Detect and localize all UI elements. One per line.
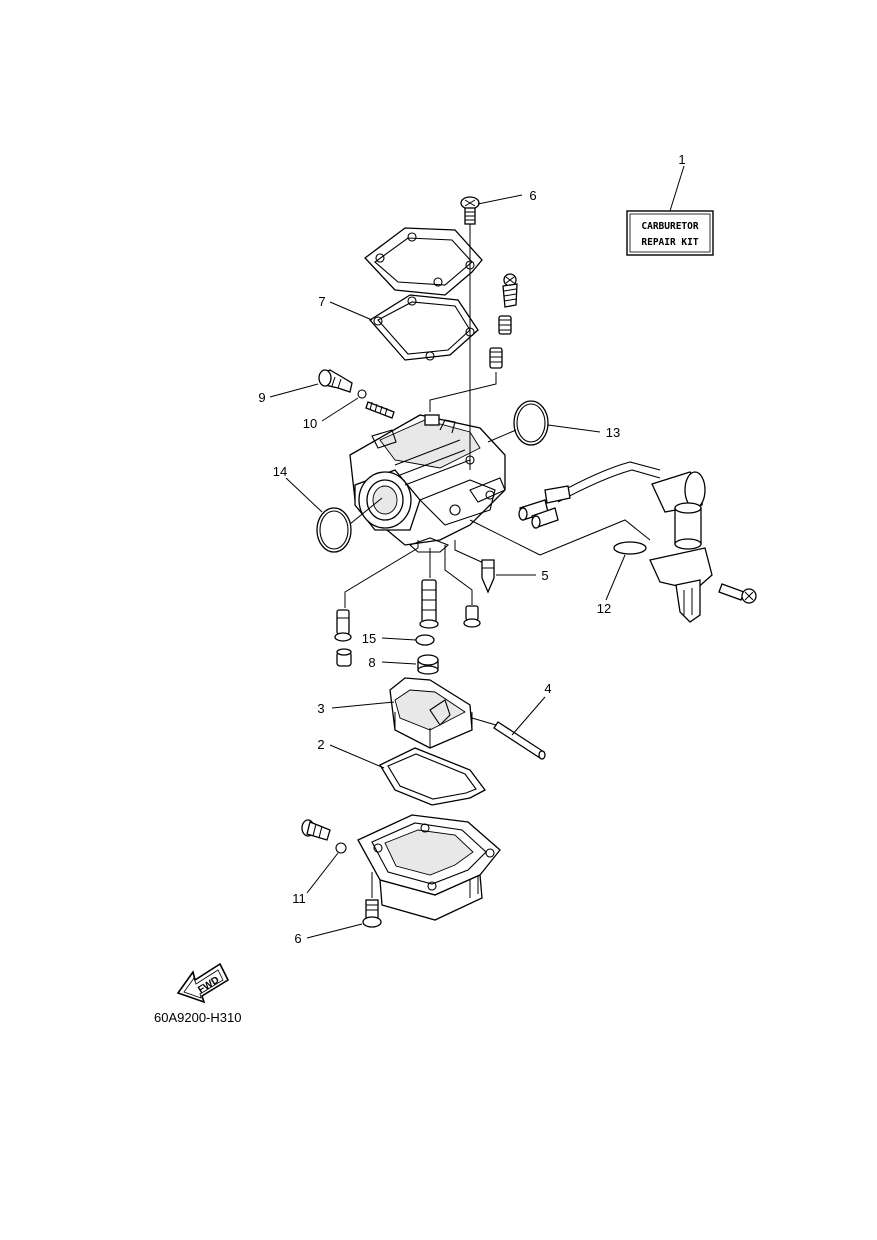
top-cover-plate — [364, 227, 483, 296]
leader-lines — [269, 165, 685, 939]
callout-7: 7 — [318, 294, 325, 309]
callout-13: 13 — [606, 425, 620, 440]
callout-6-top: 6 — [529, 188, 536, 203]
drain-screw — [301, 819, 347, 854]
callout-2: 2 — [317, 737, 324, 752]
repair-kit-box: CARBURETOR REPAIR KIT — [626, 210, 714, 256]
o-ring-13 — [513, 400, 549, 446]
carburetor-body — [349, 414, 506, 553]
callout-6-bottom: 6 — [294, 931, 301, 946]
callout-14: 14 — [273, 464, 287, 479]
callout-12: 12 — [597, 601, 611, 616]
callout-11: 11 — [292, 891, 306, 906]
callout-9: 9 — [258, 390, 265, 405]
callout-8: 8 — [368, 655, 375, 670]
float-pin — [471, 717, 546, 760]
fwd-arrow-icon: FWD — [176, 962, 230, 1004]
float — [389, 677, 473, 749]
diagram-code: 60A9200-H310 — [154, 1010, 241, 1025]
pilot-screw-assembly — [429, 273, 518, 412]
cover-screw-top — [460, 196, 480, 225]
cover-gasket — [369, 294, 479, 361]
callout-5: 5 — [541, 568, 548, 583]
throttle-stop-screw — [318, 369, 395, 419]
o-ring-14 — [316, 507, 352, 553]
callout-10: 10 — [303, 416, 317, 431]
callout-4: 4 — [544, 681, 551, 696]
callout-labels: 1 6 7 9 10 13 14 5 12 15 8 4 3 2 11 6 — [258, 152, 685, 946]
callout-3: 3 — [317, 701, 324, 716]
callout-15: 15 — [362, 631, 376, 646]
float-bowl-gasket — [379, 747, 486, 806]
cover-screw-bottom — [362, 872, 382, 928]
callout-1: 1 — [678, 152, 685, 167]
o-ring-15 — [415, 634, 435, 646]
float-bowl — [357, 814, 501, 921]
cap-8 — [417, 654, 439, 675]
jets-and-plugs — [334, 519, 651, 667]
repair-kit-line1: CARBURETOR — [641, 221, 698, 232]
choke-solenoid-assembly — [518, 461, 757, 623]
repair-kit-line2: REPAIR KIT — [641, 237, 698, 248]
